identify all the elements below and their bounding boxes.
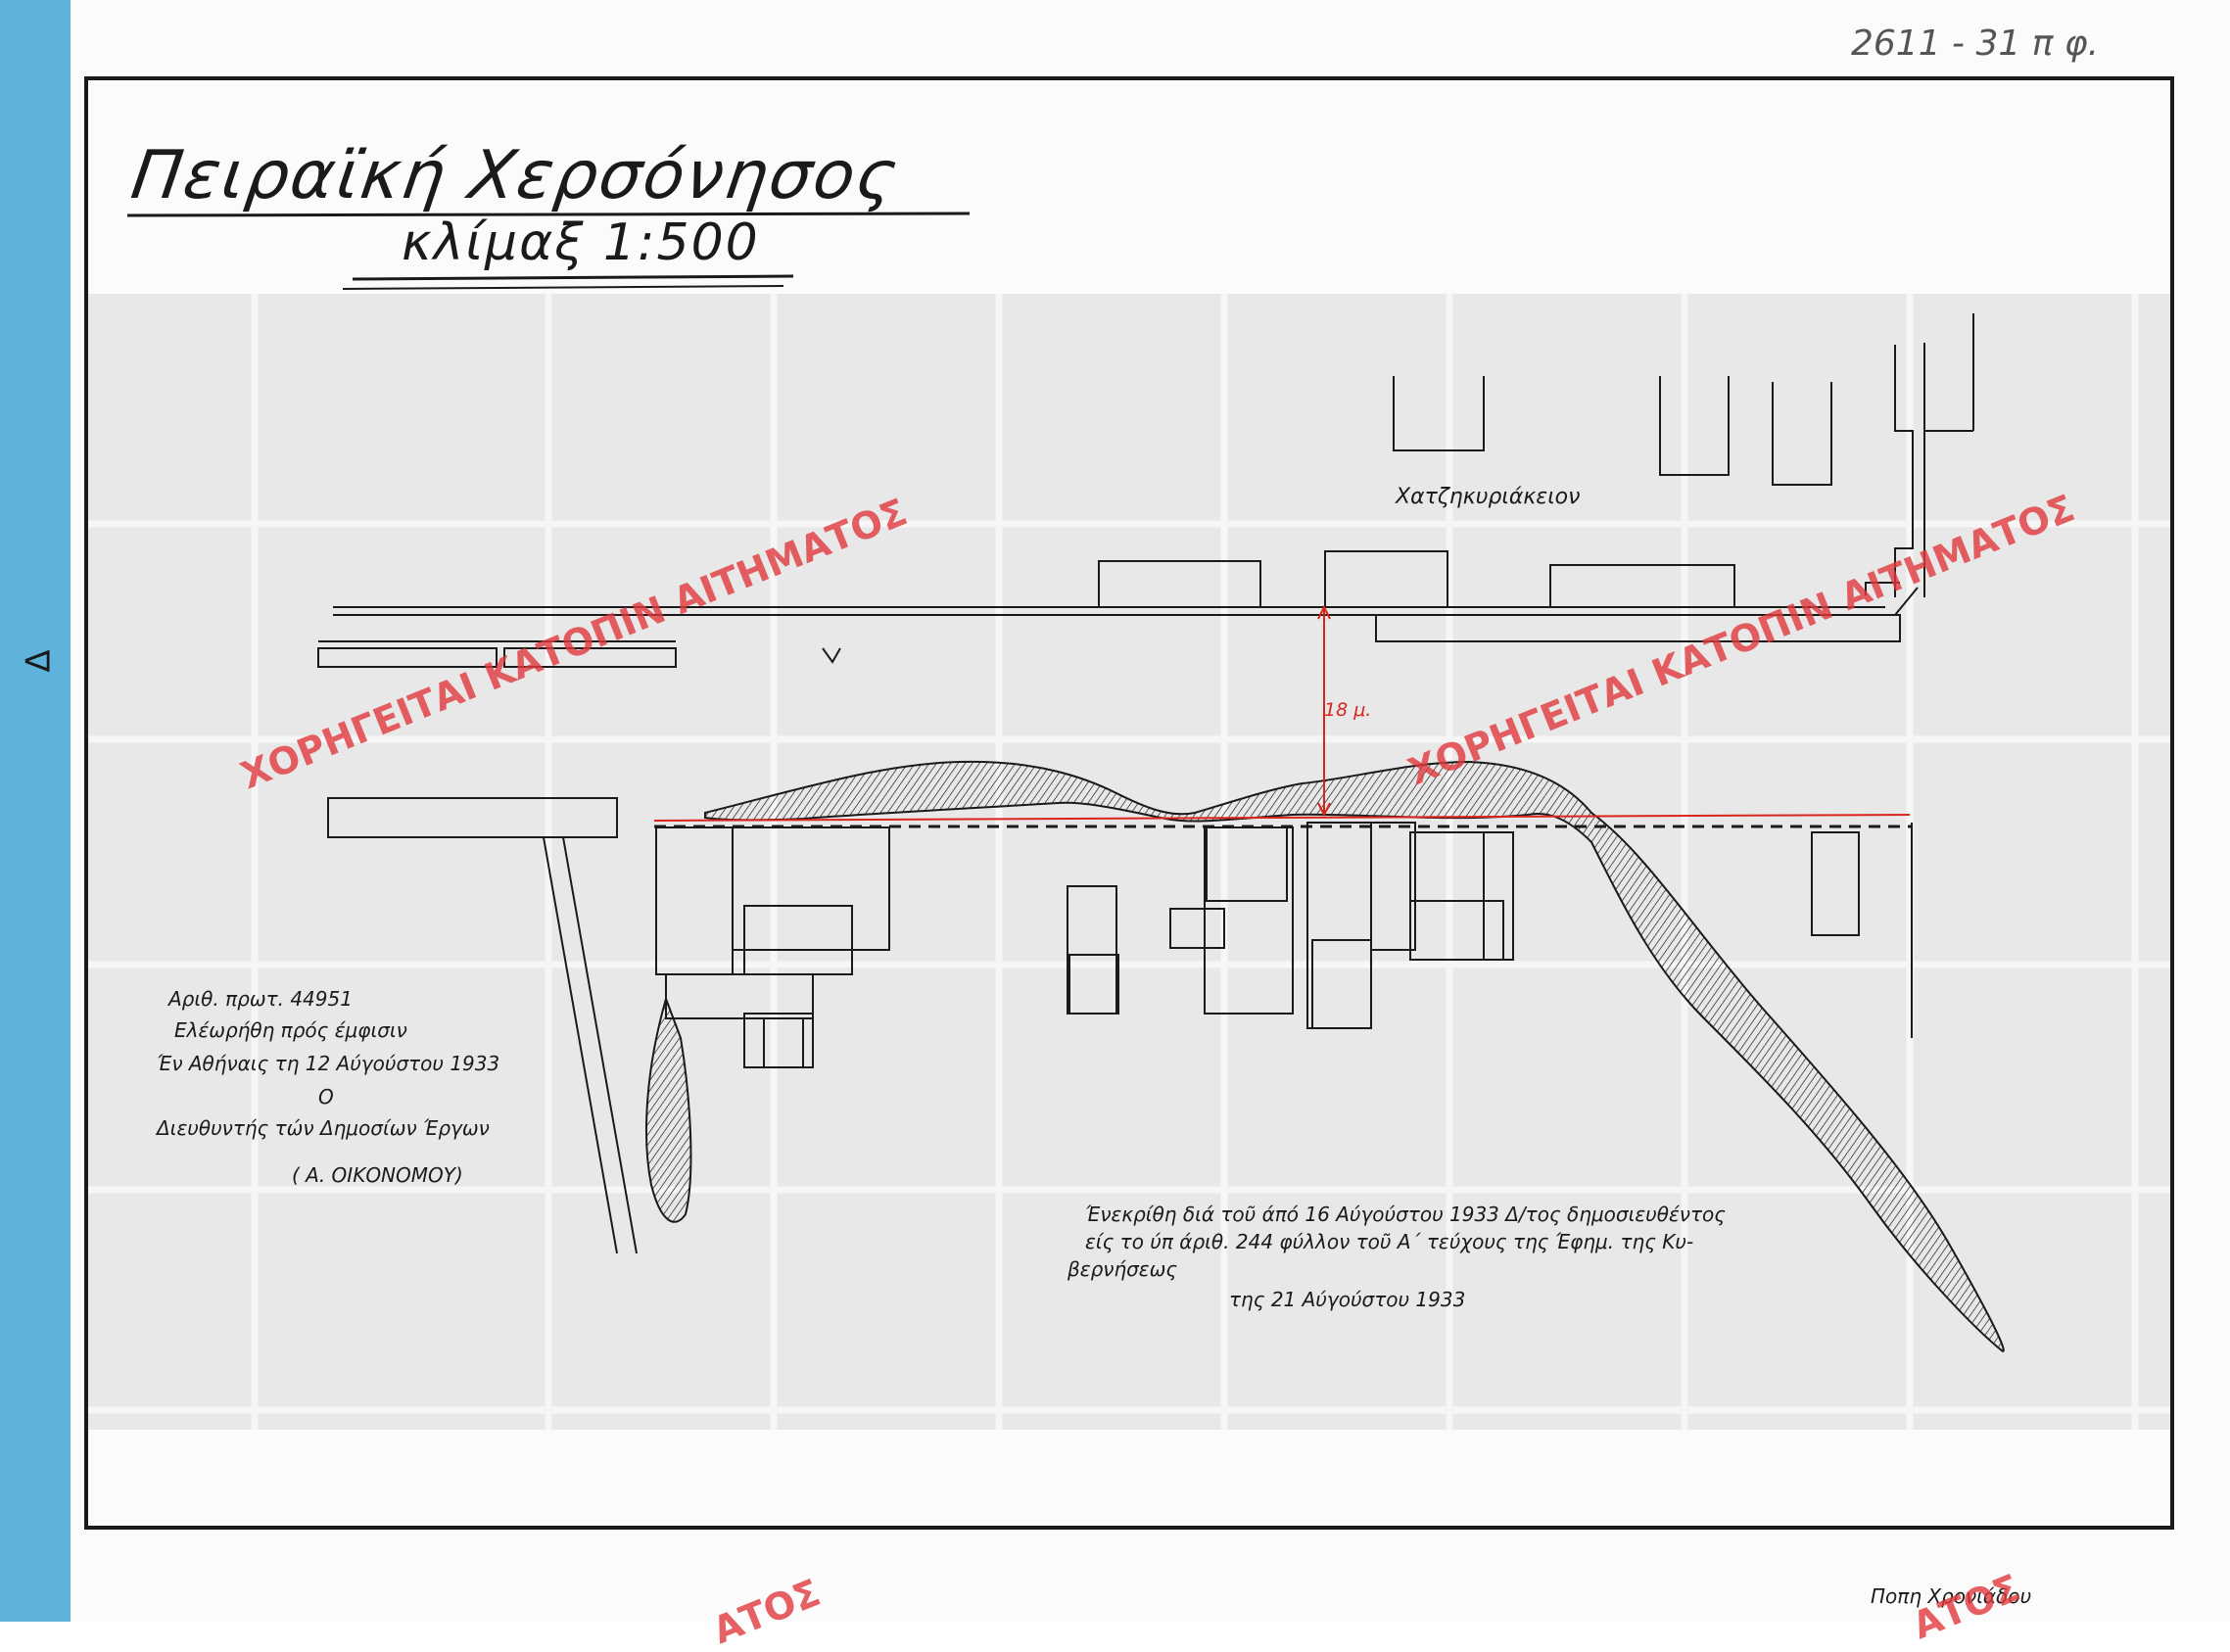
map-title: Πειραϊκή Χερσόνησος xyxy=(126,137,904,214)
drafter-name: Ποπη Χρονιάδου xyxy=(1871,1584,2032,1608)
approval-line-5: Διευθυντής τών Δημοσίων Έργων xyxy=(157,1116,490,1140)
scale-underline-2 xyxy=(342,285,784,290)
dimension-label: 18 μ. xyxy=(1324,699,1372,721)
red-building-line xyxy=(653,604,1911,822)
drawing-frame xyxy=(84,76,2174,1530)
scale-label: κλίμαξ 1:500 xyxy=(402,213,760,272)
blue-tape-strip: Δ xyxy=(0,0,71,1622)
approval-line-3: Έν Αθήναις τη 12 Αύγούστου 1933 xyxy=(157,1052,500,1075)
gazette-line-1: Ένεκρίθη διά τοῦ άπό 16 Αύγούστου 1933 Δ… xyxy=(1085,1203,1726,1226)
title-underline xyxy=(126,212,971,217)
coastline xyxy=(645,760,2005,1353)
approval-line-4: Ο xyxy=(318,1085,334,1109)
gazette-line-3: βερνήσεως xyxy=(1068,1257,1178,1281)
corner-reference: 2611 - 31 π φ. xyxy=(1851,24,2100,64)
fold-lines xyxy=(88,294,2174,1430)
street-label: Χατζηκυριάκειον xyxy=(1396,485,1581,509)
approval-protocol: Αριθ. πρωτ. 44951 xyxy=(168,987,353,1011)
approval-line-2: Ελέωρήθη πρός έμφισιν xyxy=(174,1018,407,1042)
approval-signature: ( Α. ΟΙΚΟΝΟΜΟΥ) xyxy=(292,1163,463,1187)
gray-band xyxy=(88,294,2174,1430)
gazette-line-4: της 21 Αύγούστου 1933 xyxy=(1229,1288,1466,1311)
scale-underline-1 xyxy=(352,274,794,281)
gazette-line-2: είς το ύπ άριθ. 244 φύλλον τοῦ Α΄ τεύχου… xyxy=(1085,1230,1694,1253)
